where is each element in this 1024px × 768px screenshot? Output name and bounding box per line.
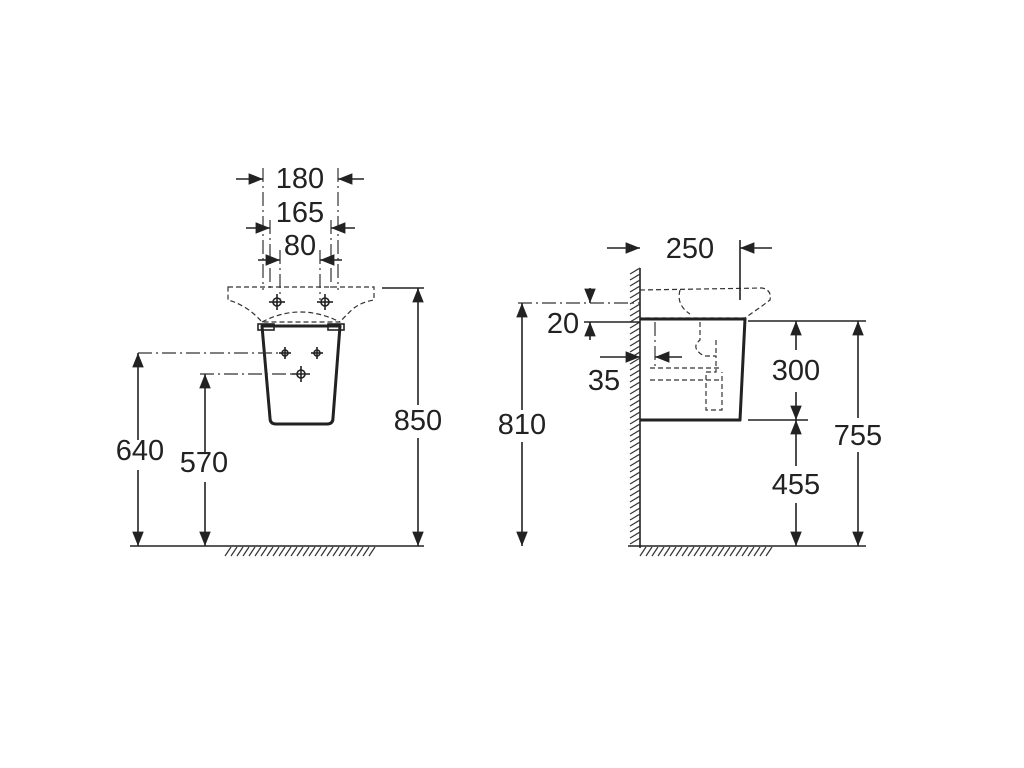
dim-250: 250 [666, 233, 714, 265]
basin-side-outline [639, 287, 771, 319]
dim-300: 300 [772, 355, 820, 387]
wall-hatch [629, 267, 641, 545]
basin-outline [227, 286, 375, 323]
dim-20: 20 [547, 308, 579, 340]
fixing-marker-right [311, 347, 323, 359]
floor-hatch-front [224, 546, 376, 557]
bracket-right [327, 323, 345, 331]
front-view: 180 165 80 640 570 850 [116, 163, 442, 557]
dim-455: 455 [772, 469, 820, 501]
waste-marker [292, 366, 310, 382]
basin-bowl-curve [261, 311, 341, 323]
tap-hole-left [269, 294, 285, 310]
tap-hole-right [317, 294, 333, 310]
dim-180: 180 [276, 163, 324, 195]
dim-640: 640 [116, 435, 164, 467]
trap-outline [695, 322, 723, 411]
fixing-marker-left [279, 347, 291, 359]
floor-hatch-side [639, 546, 773, 557]
dim-755: 755 [834, 420, 882, 452]
dim-570: 570 [180, 447, 228, 479]
bracket-left [257, 323, 275, 331]
dim-850: 850 [394, 405, 442, 437]
pedestal-body [260, 324, 342, 426]
dim-810: 810 [498, 409, 546, 441]
dim-35: 35 [588, 365, 620, 397]
dim-80: 80 [284, 230, 316, 262]
dim-165: 165 [276, 197, 324, 229]
side-view: 250 20 35 810 300 455 755 [498, 233, 882, 557]
pedestal-side [640, 317, 747, 422]
